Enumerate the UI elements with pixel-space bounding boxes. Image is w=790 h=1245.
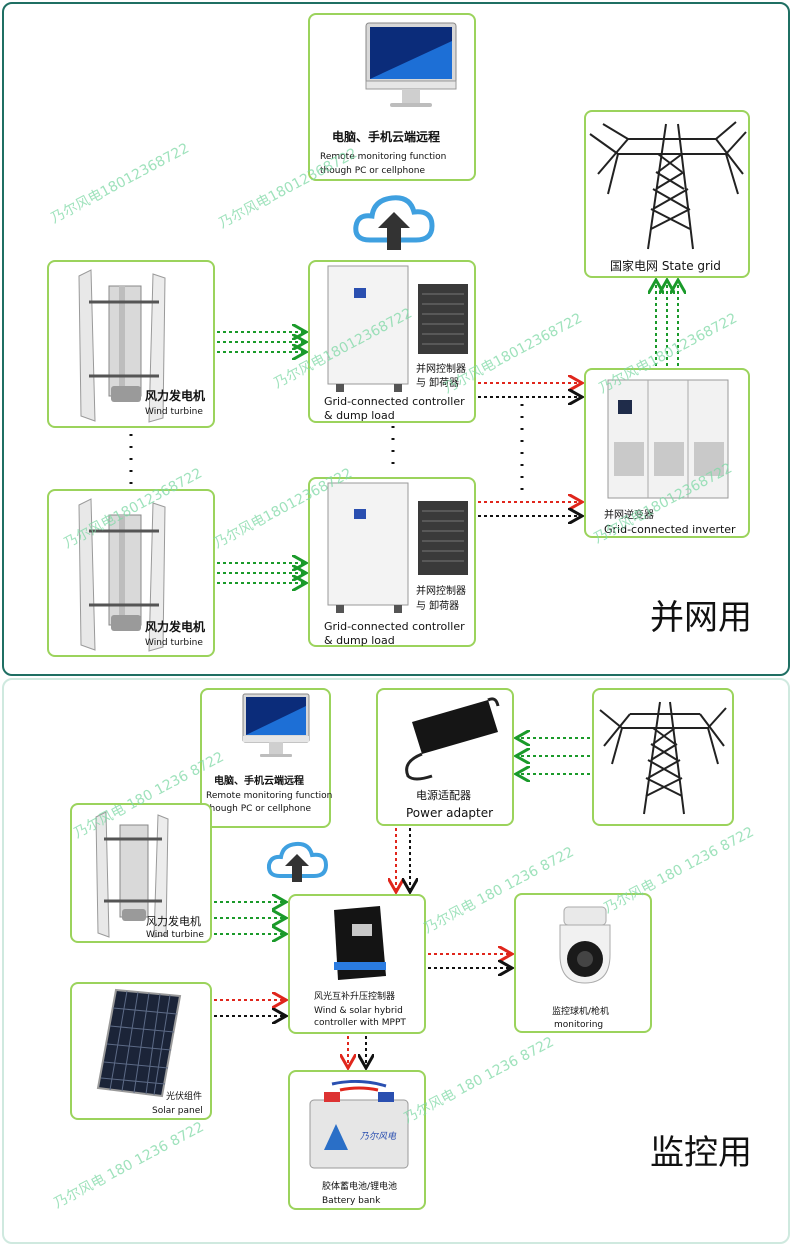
hybrid-controller-box: 风光互补升压控制器 Wind & solar hybrid controller… (288, 894, 426, 1034)
state-grid-box-bottom (592, 688, 734, 826)
remote-bottom-en-label-1: Remote monitoring function (206, 791, 333, 801)
inverter-en-label: Grid-connected inverter (604, 523, 736, 536)
wind-turbine-box-bottom: 风力发电机 Wind turbine (70, 803, 212, 943)
hybrid-en-label-1: Wind & solar hybrid (314, 1006, 403, 1016)
dome-camera-icon (559, 906, 611, 984)
transmission-tower-icon (589, 121, 747, 250)
controller-1-en-label-1: Grid-connected controller (324, 395, 465, 408)
controller-2-cn-label-1: 并网控制器 (416, 586, 466, 597)
adapter-cn-label: 电源适配器 (416, 789, 471, 802)
state-grid-label: 国家电网 State grid (610, 259, 721, 273)
controller-2-en-label-1: Grid-connected controller (324, 620, 465, 633)
controller-1-cn-label-1: 并网控制器 (416, 364, 466, 375)
wind-turbine-2-en-label: Wind turbine (145, 638, 203, 648)
grid-controller-box-2: 并网控制器 与 卸荷器 Grid-connected controller & … (308, 477, 476, 647)
wind-bottom-cn-label: 风力发电机 (146, 915, 201, 928)
camera-cn-label: 监控球机/枪机 (552, 1007, 610, 1017)
vertical-wind-turbine-icon (95, 811, 169, 938)
wind-bottom-en-label: Wind turbine (146, 930, 204, 940)
camera-en-label: monitoring (554, 1020, 604, 1030)
computer-monitor-icon (242, 693, 310, 757)
adapter-en-label: Power adapter (406, 806, 494, 820)
cloud-upload-icon (266, 841, 329, 882)
controller-cabinet-icon (327, 482, 468, 613)
remote-monitoring-box-bottom: 电脑、手机云端远程 Remote monitoring function tho… (200, 688, 333, 828)
state-grid-box: 国家电网 State grid (584, 110, 750, 278)
wind-turbine-2-cn-label: 风力发电机 (145, 620, 206, 634)
controller-1-en-label-2: & dump load (324, 409, 395, 422)
wind-turbine-box-2: 风力发电机 Wind turbine (47, 489, 215, 657)
power-adapter-icon (405, 697, 500, 781)
vertical-wind-turbine-icon (78, 498, 166, 652)
battery-en-label: Battery bank (322, 1196, 381, 1206)
monitoring-section-title: 监控用 (650, 1133, 752, 1173)
remote-en-label-1: Remote monitoring function (320, 152, 447, 162)
remote-bottom-cn-label: 电脑、手机云端远程 (214, 776, 304, 787)
inverter-cn-label: 并网逆变器 (604, 510, 654, 521)
power-adapter-box: 电源适配器 Power adapter (376, 688, 514, 826)
remote-en-label-2: though PC or cellphone (320, 166, 426, 176)
solar-panel-box: 光伏组件 Solar panel (70, 982, 212, 1120)
grid-controller-box-1: 并网控制器 与 卸荷器 Grid-connected controller & … (308, 260, 476, 423)
transmission-tower-icon (599, 701, 727, 815)
battery-icon (309, 1080, 409, 1169)
inverter-cabinet-icon (607, 379, 729, 499)
remote-monitoring-box: 电脑、手机云端远程 Remote monitoring function tho… (308, 13, 476, 181)
computer-monitor-icon (365, 22, 457, 107)
cloud-upload-icon (353, 195, 435, 250)
controller-1-cn-label-2: 与 卸荷器 (416, 378, 460, 389)
vertical-wind-turbine-icon (78, 269, 166, 423)
battery-bank-box: 乃尔风电 胶体蓄电池/锂电池 Battery bank (288, 1070, 426, 1210)
controller-2-cn-label-2: 与 卸荷器 (416, 601, 460, 612)
wind-turbine-1-en-label: Wind turbine (145, 407, 203, 417)
controller-2-en-label-2: & dump load (324, 634, 395, 647)
battery-cn-label: 胶体蓄电池/锂电池 (322, 1182, 398, 1192)
hybrid-controller-icon (334, 906, 386, 980)
hybrid-en-label-2: controller with MPPT (314, 1018, 406, 1028)
remote-bottom-en-label-2: though PC or cellphone (206, 804, 312, 814)
wind-turbine-box-1: 风力发电机 Wind turbine (47, 260, 215, 428)
controller-cabinet-icon (327, 265, 468, 392)
solar-en-label: Solar panel (152, 1106, 203, 1116)
grid-tied-section-title: 并网用 (650, 598, 752, 638)
battery-brand-label: 乃尔风电 (360, 1132, 397, 1142)
grid-inverter-box: 并网逆变器 Grid-connected inverter (584, 368, 750, 538)
solar-cn-label: 光伏组件 (166, 1092, 203, 1102)
wind-turbine-1-cn-label: 风力发电机 (145, 389, 206, 403)
monitoring-camera-box: 监控球机/枪机 monitoring (514, 893, 652, 1033)
hybrid-cn-label: 风光互补升压控制器 (314, 992, 396, 1002)
solar-panel-icon (96, 988, 182, 1098)
remote-cn-label: 电脑、手机云端远程 (332, 130, 441, 144)
